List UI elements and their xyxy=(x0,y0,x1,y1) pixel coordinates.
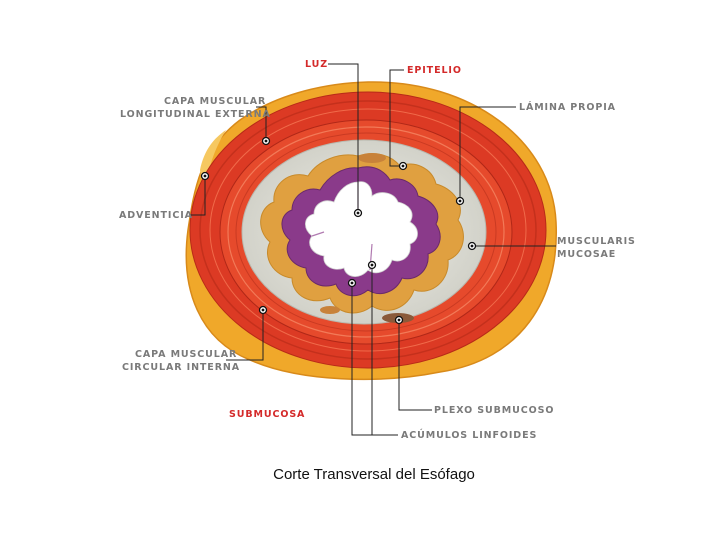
label-adventicia: ADVENTICIA xyxy=(119,210,193,221)
leader-luz xyxy=(328,63,359,213)
label-capa-longitudinal-line2: LONGITUDINAL EXTERNA xyxy=(120,109,271,120)
label-acumulos-linfoides: ACÚMULOS LINFOIDES xyxy=(401,429,537,441)
label-plexo-submucoso: PLEXO SUBMUCOSO xyxy=(434,405,554,416)
label-capa-circular-line2: CIRCULAR INTERNA xyxy=(122,362,240,373)
label-submucosa: SUBMUCOSA xyxy=(229,409,305,420)
label-lamina-propia: LÁMINA PROPIA xyxy=(519,101,616,113)
leader-epitelio xyxy=(389,69,404,167)
lymphoid-nodule-1 xyxy=(358,153,386,163)
label-capa-longitudinal-line1: CAPA MUSCULAR xyxy=(164,96,266,107)
leader-capa-longitudinal xyxy=(256,106,267,141)
leader-capa-circular xyxy=(226,310,264,361)
lumen xyxy=(305,181,418,277)
figure-caption: Corte Transversal del Esófago xyxy=(273,466,475,483)
inner-muscle-stripe-1 xyxy=(227,126,505,338)
label-muscularis-line2: MUCOSAE xyxy=(557,249,616,260)
leader-plexo xyxy=(398,320,432,411)
leader-lines xyxy=(190,63,556,436)
leader-acumulos-2 xyxy=(351,283,372,436)
label-epitelio: EPITELIO xyxy=(407,65,462,76)
label-muscularis-line1: MUSCULARIS xyxy=(557,236,636,247)
inner-muscle-stripe-2 xyxy=(235,132,497,332)
pointer-dot-centers xyxy=(203,139,474,322)
fold-detail-3 xyxy=(311,231,325,237)
lymphoid-nodule-3 xyxy=(320,306,340,314)
label-luz: LUZ xyxy=(305,59,328,70)
muscle-groove-1 xyxy=(199,100,537,360)
leader-adventicia xyxy=(190,176,206,216)
leader-lamina-propia xyxy=(459,106,516,201)
muscle-groove-2 xyxy=(209,108,527,352)
label-capa-circular-line1: CAPA MUSCULAR xyxy=(135,349,237,360)
